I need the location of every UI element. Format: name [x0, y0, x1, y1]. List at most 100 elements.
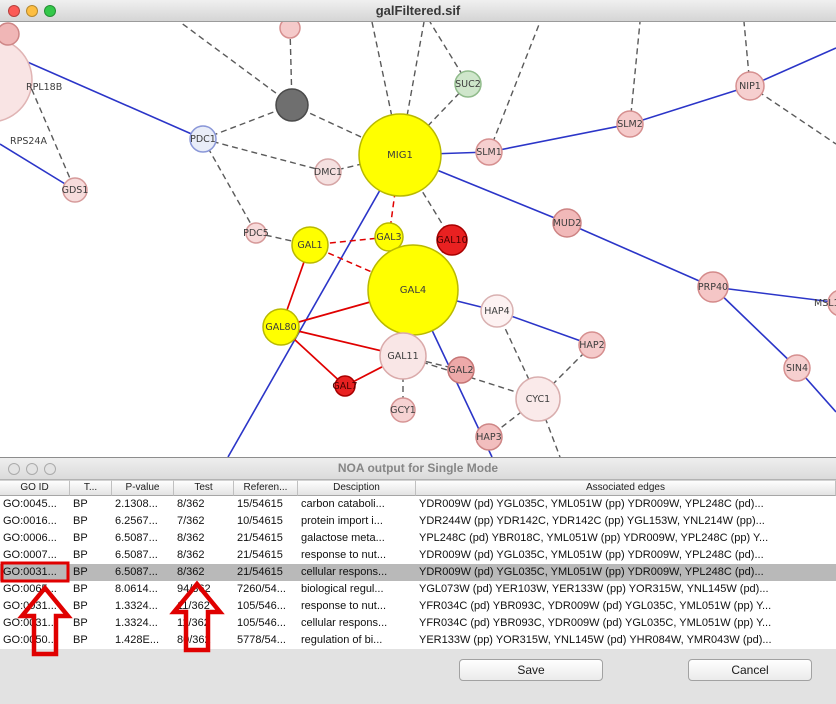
network-node-gal7[interactable]: GAL7 [332, 375, 358, 397]
network-edge [488, 123, 631, 153]
table-cell: GO:0006... [3, 532, 57, 544]
network-node-hap4[interactable]: HAP4 [480, 294, 514, 328]
table-cell: 8/362 [177, 549, 205, 561]
network-node-msl1[interactable]: MSL1 [814, 290, 836, 316]
svg-text:CYC1: CYC1 [526, 394, 550, 405]
network-edge [0, 49, 204, 140]
svg-text:RPL18B: RPL18B [26, 82, 62, 93]
network-node-mig1[interactable]: MIG1 [358, 113, 442, 197]
network-node-unlabeled[interactable] [0, 22, 20, 46]
table-cell: GO:0031... [3, 566, 57, 578]
zoom-button[interactable] [44, 5, 56, 17]
network-node-gal2[interactable]: GAL2 [447, 356, 475, 384]
svg-text:PDC1: PDC1 [190, 134, 216, 145]
network-node-rpl18b[interactable]: RPL18B [0, 38, 62, 122]
table-cell: 1.428E... [115, 634, 160, 646]
save-button[interactable]: Save [459, 659, 603, 681]
minimize-button[interactable] [26, 463, 38, 475]
network-node-gal11[interactable]: GAL11 [379, 332, 427, 380]
table-cell: response to nut... [301, 600, 386, 612]
svg-text:SLM2: SLM2 [617, 119, 643, 130]
svg-text:SIN4: SIN4 [786, 363, 808, 374]
network-edge [202, 138, 329, 173]
network-node-gal1[interactable]: GAL1 [291, 226, 329, 264]
svg-text:HAP2: HAP2 [579, 340, 604, 351]
svg-text:GAL2: GAL2 [448, 365, 473, 376]
network-edge [712, 286, 798, 369]
table-cell: 7260/54... [237, 583, 286, 595]
network-node-pdc1[interactable]: PDC1 [189, 125, 217, 153]
network-node-suc2[interactable]: SUC2 [454, 70, 482, 98]
svg-text:GAL4: GAL4 [400, 285, 427, 296]
network-edge [7, 33, 76, 191]
network-node-slm1[interactable]: SLM1 [475, 138, 503, 166]
network-node-cyc1[interactable]: CYC1 [515, 376, 561, 422]
table-cell: GO:0007... [3, 549, 57, 561]
column-header-referen[interactable]: Referen... [234, 480, 298, 496]
network-node-nip1[interactable]: NIP1 [735, 71, 765, 101]
network-node-gal10[interactable]: GAL10 [436, 224, 468, 256]
close-button[interactable] [8, 463, 20, 475]
column-header-t[interactable]: T... [70, 480, 112, 496]
table-cell: 6.2567... [115, 515, 158, 527]
network-window-title: galFiltered.sif [375, 3, 461, 18]
table-cell: 7/362 [177, 515, 205, 527]
svg-text:HAP3: HAP3 [476, 432, 501, 443]
table-cell: 21/54615 [237, 549, 283, 561]
column-header-p-value[interactable]: P-value [112, 480, 174, 496]
table-cell: response to nut... [301, 549, 386, 561]
table-cell: 21/54615 [237, 566, 283, 578]
table-cell: cellular respons... [301, 617, 388, 629]
network-node-hap3[interactable]: HAP3 [475, 423, 503, 451]
table-cell: 2.1308... [115, 498, 158, 510]
cancel-button[interactable]: Cancel [688, 659, 812, 681]
table-cell: GO:0065... [3, 583, 57, 595]
svg-text:GCY1: GCY1 [390, 405, 416, 416]
network-window-titlebar[interactable]: galFiltered.sif [0, 0, 836, 22]
close-button[interactable] [8, 5, 20, 17]
table-cell: BP [73, 515, 88, 527]
network-node-unlabeled[interactable] [279, 22, 301, 39]
zoom-button[interactable] [44, 463, 56, 475]
network-node-gcy1[interactable]: GCY1 [390, 397, 416, 423]
table-cell: regulation of bi... [301, 634, 383, 646]
column-header-desciption[interactable]: Desciption [298, 480, 416, 496]
table-cell: YFR034C (pd) YBR093C, YDR009W (pd) YGL03… [419, 600, 772, 612]
network-node-unlabeled[interactable] [275, 88, 309, 122]
network-node-mud2[interactable]: MUD2 [552, 208, 582, 238]
svg-text:GAL1: GAL1 [297, 240, 322, 251]
network-node-gal4[interactable]: GAL4 [367, 244, 459, 336]
network-node-sin4[interactable]: SIN4 [783, 354, 811, 382]
table-cell: protein import i... [301, 515, 383, 527]
table-cell: GO:0016... [3, 515, 57, 527]
network-node-gal3[interactable]: GAL3 [374, 222, 404, 252]
table-cell: 15/54615 [237, 498, 283, 510]
network-node-pdc5[interactable]: PDC5 [243, 222, 269, 244]
noa-window-titlebar[interactable]: NOA output for Single Mode [0, 458, 836, 480]
network-node-gal80[interactable]: GAL80 [262, 308, 300, 346]
minimize-button[interactable] [26, 5, 38, 17]
table-cell: cellular respons... [301, 566, 388, 578]
column-header-go-id[interactable]: GO ID [0, 480, 70, 496]
table-cell: YDR009W (pd) YGL035C, YML051W (pp) YDR00… [419, 498, 764, 510]
network-node-gds1[interactable]: GDS1 [62, 177, 89, 203]
column-header-test[interactable]: Test [174, 480, 234, 496]
column-header-associated-edges[interactable]: Associated edges [416, 480, 836, 496]
network-node-hap2[interactable]: HAP2 [578, 331, 606, 359]
network-node-dmc1[interactable]: DMC1 [314, 158, 342, 186]
network-node-slm2[interactable]: SLM2 [616, 110, 644, 138]
network-node-prp40[interactable]: PRP40 [697, 271, 729, 303]
